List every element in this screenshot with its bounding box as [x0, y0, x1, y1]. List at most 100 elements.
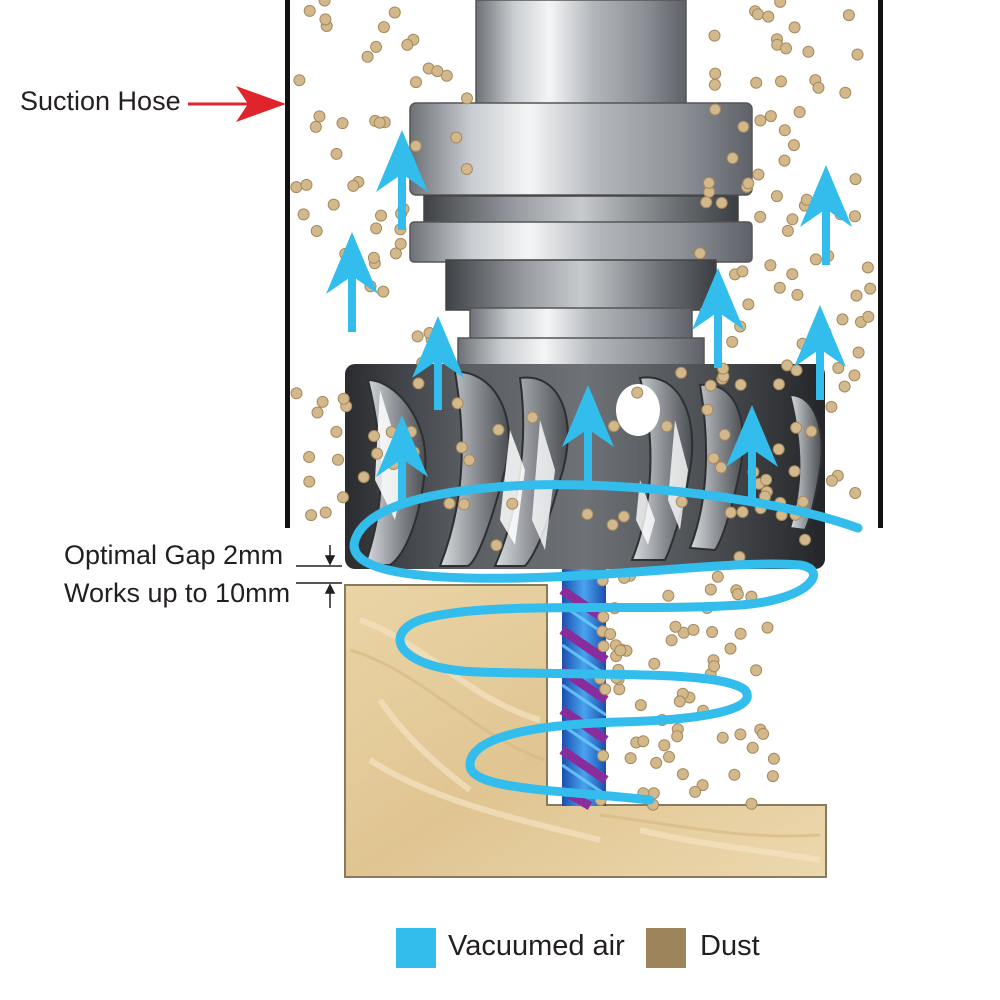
dust-particle [786, 213, 799, 226]
dust-particle [702, 176, 715, 189]
dust-particle [337, 491, 349, 504]
airflow-up-arrow-icon [326, 232, 378, 332]
dust-particle [526, 411, 539, 424]
dust-particle [411, 330, 424, 343]
optimal-gap-label: Optimal Gap 2mm [64, 540, 284, 570]
hose-left-wall [285, 0, 290, 528]
airflow-up-arrow-icon [376, 415, 428, 505]
dust-particle [842, 9, 855, 22]
dust-particle [305, 509, 318, 522]
dust-particle [388, 6, 401, 19]
dust-particle [812, 81, 825, 94]
dust-particle [370, 40, 383, 53]
dust-particle [736, 265, 749, 278]
dust-particle [742, 177, 755, 190]
dust-particle [766, 770, 779, 783]
dust-particle [614, 644, 627, 657]
airflow-up-arrow-icon [412, 316, 464, 410]
dust-particle [731, 588, 744, 601]
dust-particle [318, 0, 331, 7]
dust-particle [781, 359, 794, 372]
dimension-arrow-icon [296, 545, 342, 608]
works-up-to-label: Works up to 10mm [64, 578, 291, 608]
dust-particle [375, 209, 387, 222]
suction-hose-label: Suction Hose [20, 86, 181, 116]
dust-particle [371, 447, 384, 460]
dust-particle [780, 42, 792, 55]
dust-particle [704, 583, 717, 596]
dust-particle [736, 506, 749, 518]
dust-particle [838, 380, 851, 393]
dust-particle [734, 728, 747, 741]
dust-particle [662, 589, 675, 602]
dust-particle [746, 741, 759, 754]
dust-particle [330, 147, 343, 160]
dust-particle [797, 495, 809, 508]
dust-particle [761, 621, 774, 634]
dust-particle [440, 69, 453, 82]
legend-swatch-dust [646, 928, 686, 968]
dust-particle [709, 103, 722, 116]
hose-right-wall [878, 0, 883, 528]
dust-particle [862, 310, 875, 323]
dust-particle [709, 67, 722, 80]
dust-particle [793, 106, 806, 118]
dust-particle [791, 288, 804, 301]
dust-particle [347, 179, 360, 192]
dust-particle [658, 739, 671, 752]
dust-particle [737, 120, 750, 133]
dust-particle [673, 695, 686, 708]
dust-particle [778, 124, 791, 137]
dust-particle [773, 378, 785, 391]
dust-particle [787, 139, 800, 152]
legend-label-air: Vacuumed air [448, 930, 625, 962]
dust-particle [631, 386, 644, 399]
dust-particle [676, 768, 689, 781]
dust-particle [373, 116, 386, 129]
dust-particle [852, 346, 865, 359]
dust-particle [490, 539, 503, 552]
dust-particle [337, 392, 350, 405]
dust-particle [599, 683, 612, 696]
dust-particle [850, 289, 863, 302]
dust-particle [718, 428, 731, 441]
dust-particle [848, 369, 861, 382]
dust-particle [336, 117, 349, 130]
dust-particle [409, 140, 422, 152]
dust-particle [849, 487, 862, 499]
dust-particle [310, 225, 323, 237]
dust-particle [861, 261, 874, 274]
dust-particle [764, 259, 777, 272]
dust-particle [704, 379, 717, 392]
dust-particle [613, 683, 626, 696]
dust-particle [788, 21, 801, 34]
dust-particle [849, 210, 861, 223]
dust-particle [762, 10, 775, 23]
dust-particle [734, 627, 747, 640]
dust-particle [772, 443, 785, 456]
dust-particle [606, 518, 619, 531]
dust-particle [790, 421, 803, 434]
dust-particle [597, 611, 610, 623]
dust-particle [760, 473, 773, 486]
dust-particle [788, 465, 801, 478]
dust-particle [724, 642, 737, 655]
red-pointer-arrow-icon [188, 86, 286, 122]
dust-particle [624, 752, 637, 765]
dust-particle [671, 730, 684, 743]
dust-particle [401, 38, 414, 51]
dust-particle [701, 403, 714, 416]
dust-particle [597, 640, 610, 653]
airflow-up-arrow-icon [726, 405, 778, 500]
dust-particle [839, 86, 852, 99]
dust-particle [708, 29, 721, 42]
airflow-up-arrow-icon [376, 130, 428, 230]
dust-particle [715, 196, 728, 209]
dust-particle [313, 110, 326, 123]
dust-particle [832, 362, 845, 374]
dust-particle [597, 749, 609, 762]
dust-particle [450, 131, 463, 144]
dust-particle [775, 75, 787, 88]
dust-particle [778, 154, 791, 167]
flute-2 [438, 370, 510, 567]
